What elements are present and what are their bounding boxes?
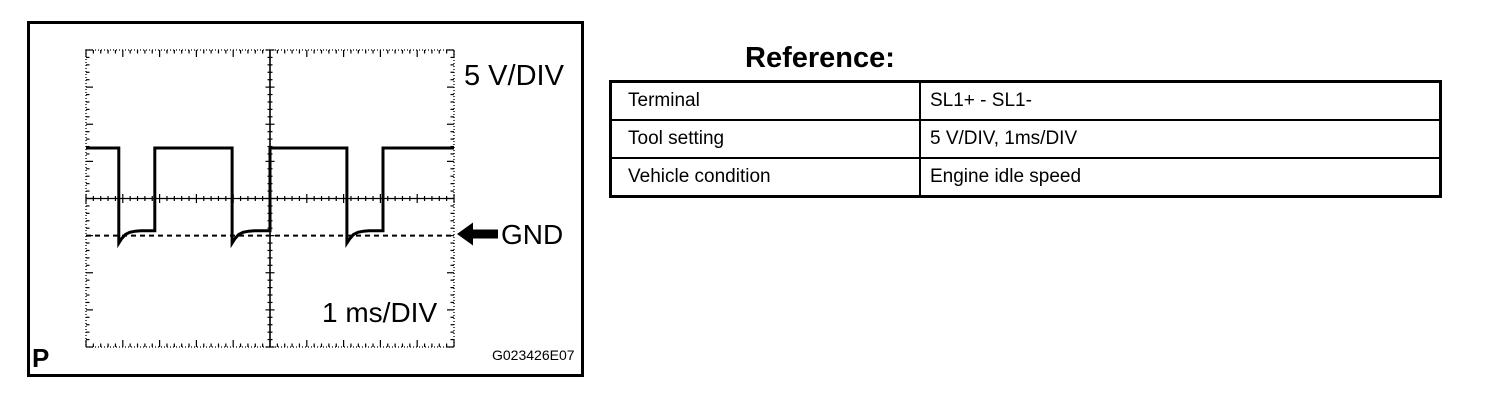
row-value: Engine idle speed [919, 157, 1442, 198]
reference-table: Terminal SL1+ - SL1- Tool setting 5 V/DI… [609, 80, 1442, 198]
table-row: Tool setting 5 V/DIV, 1ms/DIV [609, 119, 1442, 159]
row-label: Tool setting [609, 119, 921, 159]
figure-code: G023426E07 [492, 347, 575, 363]
volts-per-div-label: 5 V/DIV [464, 60, 564, 92]
row-label: Vehicle condition [609, 157, 921, 198]
corner-mark: P [32, 343, 50, 373]
waveform-trace [86, 146, 454, 249]
gnd-arrow-icon [457, 222, 498, 246]
gnd-label: GND [501, 219, 564, 250]
row-value: 5 V/DIV, 1ms/DIV [919, 119, 1442, 159]
table-row: Vehicle condition Engine idle speed [609, 157, 1442, 198]
row-value: SL1+ - SL1- [919, 80, 1442, 121]
row-label: Terminal [609, 80, 921, 121]
oscilloscope-figure: 5 V/DIV 1 ms/DIV GND G023426E07 P [27, 21, 584, 377]
oscilloscope-chart [85, 49, 498, 348]
reference-heading: Reference: [745, 42, 895, 74]
time-per-div-label: 1 ms/DIV [322, 297, 438, 328]
table-row: Terminal SL1+ - SL1- [609, 80, 1442, 121]
